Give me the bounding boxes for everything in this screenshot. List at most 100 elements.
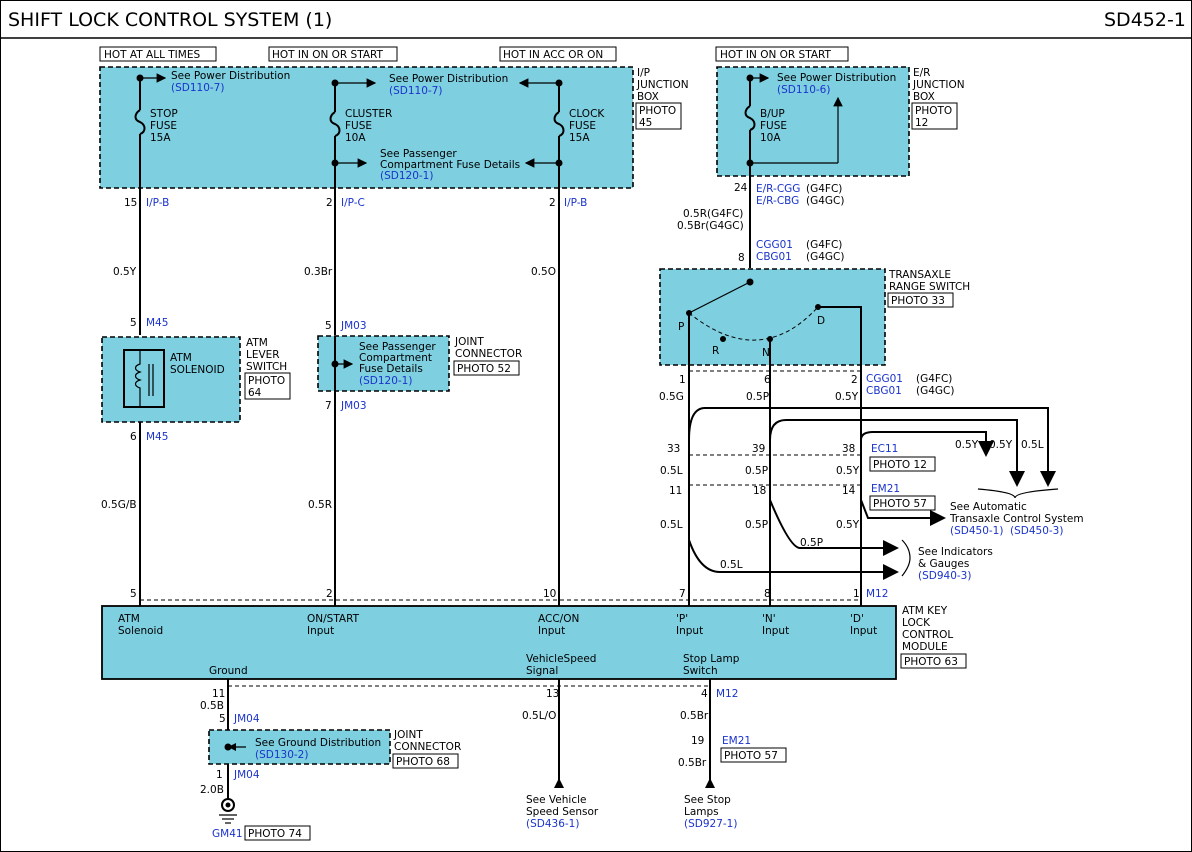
svg-text:5: 5 <box>130 317 137 329</box>
svg-text:(SD110-7): (SD110-7) <box>171 82 224 94</box>
svg-text:SWITCH: SWITCH <box>246 361 287 373</box>
svg-text:0.5P: 0.5P <box>745 465 768 477</box>
hot-acc-on-label: HOT IN ACC OR ON <box>503 49 603 61</box>
svg-text:(G4GC): (G4GC) <box>916 385 954 397</box>
svg-text:JM03: JM03 <box>340 320 367 332</box>
svg-text:PHOTO 63: PHOTO 63 <box>904 656 958 668</box>
svg-text:VehicleSpeed: VehicleSpeed <box>526 653 596 665</box>
svg-text:I/P: I/P <box>637 67 650 79</box>
svg-text:M12: M12 <box>716 688 738 700</box>
svg-text:Speed Sensor: Speed Sensor <box>526 806 599 818</box>
svg-text:6: 6 <box>130 431 137 443</box>
svg-text:ACC/ON: ACC/ON <box>538 613 579 625</box>
stop-lamp-path: 4 M12 0.5Br 19 EM21 PHOTO 57 0.5Br See S… <box>678 679 787 830</box>
svg-text:12: 12 <box>915 117 928 129</box>
ip-connector-labels: 15 I/P-B 2 I/P-C 2 I/P-B 24 E/R-CGG (G4F… <box>124 182 844 209</box>
svg-text:Signal: Signal <box>526 665 558 677</box>
vss-path: 13 0.5L/O See Vehicle Speed Sensor (SD43… <box>522 679 599 830</box>
svg-text:BOX: BOX <box>913 91 935 103</box>
svg-text:Compartment Fuse Details: Compartment Fuse Details <box>380 159 520 171</box>
svg-text:FUSE: FUSE <box>150 120 177 132</box>
svg-text:24: 24 <box>734 182 748 194</box>
svg-text:CLOCK: CLOCK <box>569 108 605 120</box>
svg-text:15: 15 <box>124 197 137 209</box>
svg-text:JM03: JM03 <box>340 400 367 412</box>
svg-text:RANGE SWITCH: RANGE SWITCH <box>889 281 970 293</box>
svg-text:10A: 10A <box>345 132 366 144</box>
svg-text:JUNCTION: JUNCTION <box>636 79 689 91</box>
svg-text:0.5P: 0.5P <box>745 519 768 531</box>
svg-text:10A: 10A <box>760 132 781 144</box>
svg-text:JUNCTION: JUNCTION <box>912 79 965 91</box>
svg-text:Input: Input <box>850 625 877 637</box>
svg-text:0.5Y: 0.5Y <box>836 519 860 531</box>
svg-text:R: R <box>712 345 719 357</box>
svg-text:0.5Y: 0.5Y <box>955 439 979 451</box>
svg-text:4: 4 <box>701 688 708 700</box>
er-junction-box: E/R JUNCTION BOX PHOTO 12 See Power Dist… <box>716 66 965 188</box>
svg-text:PHOTO 74: PHOTO 74 <box>248 828 302 840</box>
svg-text:8: 8 <box>764 588 771 600</box>
svg-text:(SD940-3): (SD940-3) <box>918 570 971 582</box>
svg-text:'N': 'N' <box>762 613 776 625</box>
svg-text:B/UP: B/UP <box>760 108 785 120</box>
svg-text:(G4GC): (G4GC) <box>806 251 844 263</box>
svg-text:E/R-CGG: E/R-CGG <box>756 183 800 195</box>
svg-text:2: 2 <box>326 588 333 600</box>
svg-text:M45: M45 <box>146 431 168 443</box>
pnd-wires: 1 6 2 CGG01 (G4FC) CBG01 (G4GC) 0.5G 0.5… <box>659 365 1084 606</box>
svg-text:See Power Distribution: See Power Distribution <box>777 72 896 84</box>
svg-text:ATM: ATM <box>246 337 268 349</box>
svg-text:18: 18 <box>753 485 766 497</box>
wire-atm-solenoid: 0.5Y 5 M45 ATM SOLENOID ATM LEVER SWITCH… <box>101 188 291 606</box>
svg-text:0.5R: 0.5R <box>308 499 332 511</box>
svg-text:EC11: EC11 <box>871 443 898 455</box>
svg-text:EM21: EM21 <box>871 483 900 495</box>
svg-text:15A: 15A <box>150 132 171 144</box>
svg-text:0.5Br(G4GC): 0.5Br(G4GC) <box>677 220 744 232</box>
svg-text:0.5L: 0.5L <box>1021 439 1044 451</box>
svg-text:0.5R(G4FC): 0.5R(G4FC) <box>683 208 743 220</box>
svg-text:0.5Y: 0.5Y <box>989 439 1013 451</box>
svg-text:PHOTO: PHOTO <box>915 105 952 117</box>
svg-text:33: 33 <box>667 443 680 455</box>
svg-text:2.0B: 2.0B <box>200 784 224 796</box>
svg-text:0.5Y: 0.5Y <box>113 266 137 278</box>
hot-on-start-label: HOT IN ON OR START <box>272 49 384 61</box>
svg-text:Lamps: Lamps <box>684 806 719 818</box>
svg-text:7: 7 <box>679 588 686 600</box>
svg-text:0.5L: 0.5L <box>720 559 743 571</box>
atm-solenoid-label: ATM <box>170 352 192 364</box>
svg-text:Ground: Ground <box>209 665 248 677</box>
svg-text:0.5Br: 0.5Br <box>678 757 707 769</box>
svg-text:0.5O: 0.5O <box>531 266 556 278</box>
svg-text:D: D <box>817 315 825 327</box>
svg-text:MODULE: MODULE <box>902 641 948 653</box>
svg-text:Switch: Switch <box>683 665 718 677</box>
svg-text:PHOTO: PHOTO <box>639 105 676 117</box>
svg-text:See Indicators: See Indicators <box>918 546 993 558</box>
svg-text:PHOTO 57: PHOTO 57 <box>873 498 927 510</box>
svg-text:2: 2 <box>326 197 333 209</box>
svg-text:I/P-C: I/P-C <box>341 197 365 209</box>
svg-text:39: 39 <box>752 443 765 455</box>
svg-text:(SD110-6): (SD110-6) <box>777 84 830 96</box>
svg-text:14: 14 <box>842 485 856 497</box>
svg-text:LEVER: LEVER <box>246 349 280 361</box>
svg-text:(SD120-1): (SD120-1) <box>380 170 433 182</box>
svg-text:CLUSTER: CLUSTER <box>345 108 392 120</box>
svg-text:FUSE: FUSE <box>569 120 596 132</box>
svg-text:(SD110-7): (SD110-7) <box>389 85 442 97</box>
svg-text:(SD130-2): (SD130-2) <box>255 749 308 761</box>
svg-text:Compartment: Compartment <box>359 352 432 364</box>
svg-text:Solenoid: Solenoid <box>118 625 163 637</box>
svg-text:P: P <box>678 321 684 333</box>
svg-text:8: 8 <box>738 252 745 264</box>
svg-text:EM21: EM21 <box>722 735 751 747</box>
svg-text:See Automatic: See Automatic <box>950 501 1027 513</box>
svg-text:M12: M12 <box>866 588 888 600</box>
svg-text:CONTROL: CONTROL <box>902 629 953 641</box>
svg-text:0.5L: 0.5L <box>660 465 683 477</box>
svg-text:0.5L/O: 0.5L/O <box>522 710 556 722</box>
